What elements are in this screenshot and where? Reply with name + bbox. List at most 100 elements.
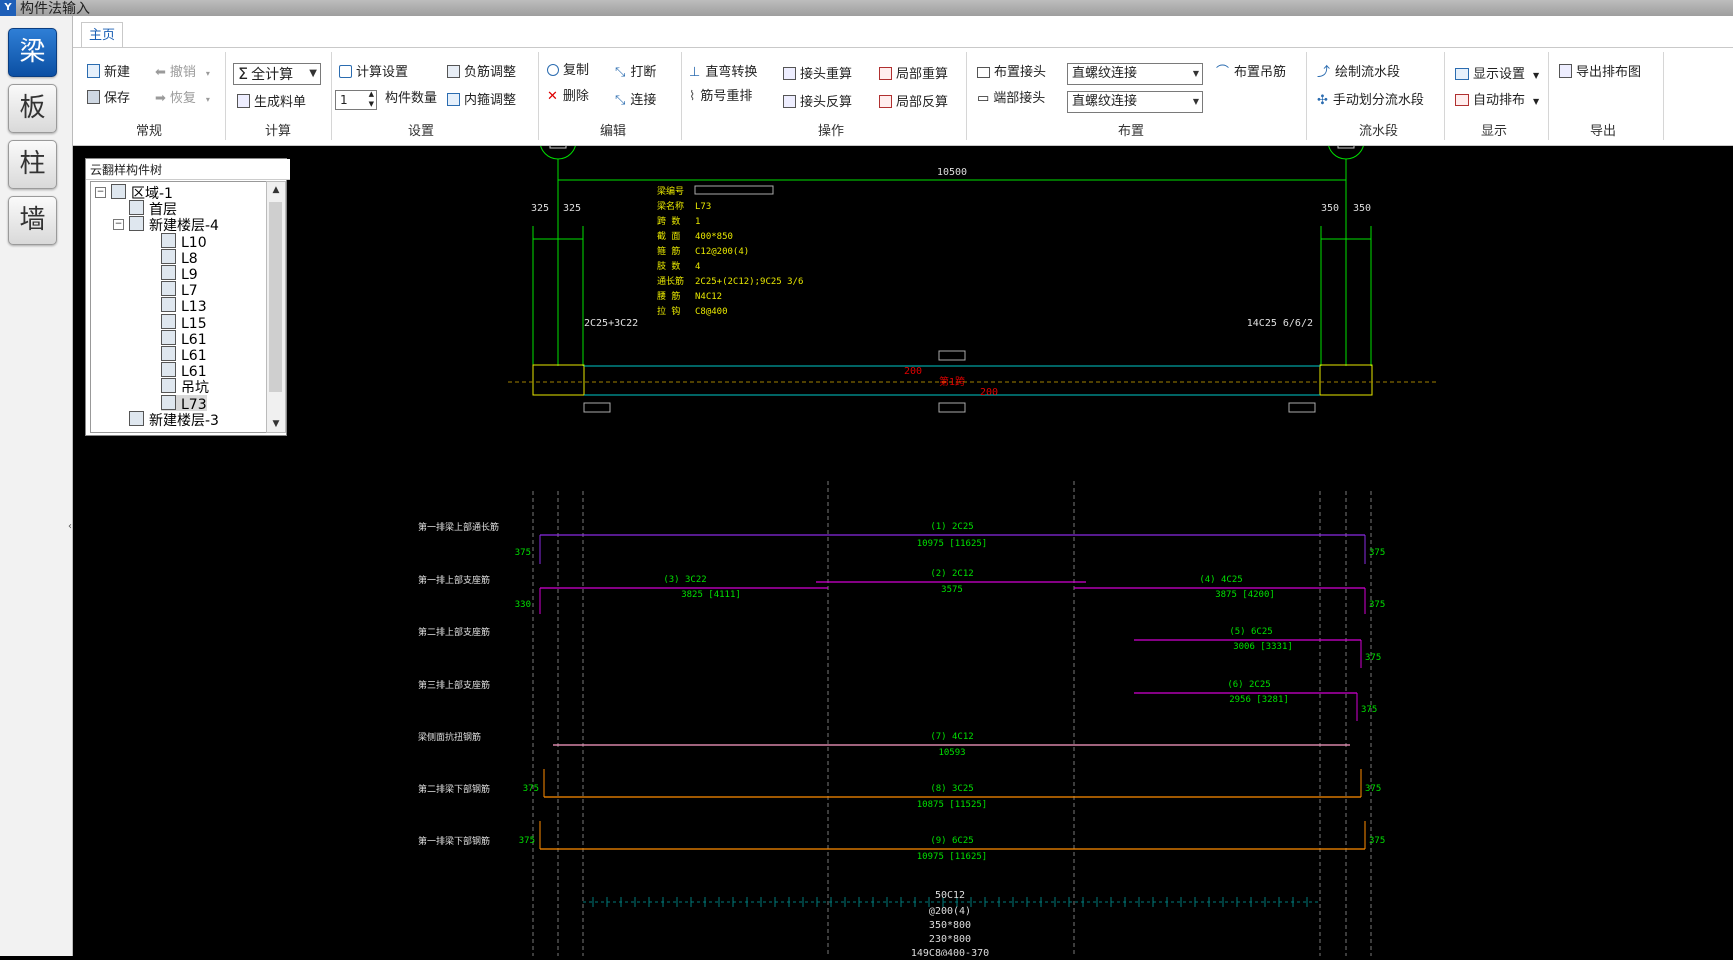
annotation-box[interactable] xyxy=(583,402,611,413)
tree-item[interactable]: 新建楼层-3 xyxy=(129,410,219,429)
sidebar-item-slab[interactable]: 板 xyxy=(8,84,57,133)
sidebar-item-column[interactable]: 柱 xyxy=(8,140,57,189)
tree-item-label: L10 xyxy=(181,234,207,251)
end-joint-button[interactable]: ▭端部接头 xyxy=(977,91,1046,106)
tree-item[interactable]: L61 xyxy=(161,346,207,364)
group-label-settings: 设置 xyxy=(407,124,434,139)
neg-rebar-adjust-button[interactable]: 负筋调整 xyxy=(447,64,516,82)
local-recalc-icon xyxy=(879,67,892,80)
info-value: C12@200(4) xyxy=(695,247,749,257)
rebar-text: 330 xyxy=(515,600,531,610)
calc-settings-button[interactable]: 计算设置 xyxy=(339,64,408,82)
break-button[interactable]: ⤡打断 xyxy=(615,65,657,80)
right-support xyxy=(1319,364,1373,396)
tree-item[interactable]: 新建楼层-4 xyxy=(129,216,219,234)
new-button[interactable]: 新建 xyxy=(87,64,130,82)
left-dim-1: 325 xyxy=(531,203,549,214)
tree-item[interactable]: L9 xyxy=(161,265,198,283)
redo-button[interactable]: ➡恢复▾ xyxy=(155,91,210,106)
annotation-box[interactable] xyxy=(938,350,966,361)
component-type-sidebar: 梁 板 柱 墙 ‹ xyxy=(0,16,73,956)
axis-tag-left xyxy=(549,139,567,149)
bend-convert-button[interactable]: ⊥直弯转换 xyxy=(689,65,758,80)
collapse-handle-icon[interactable]: ‹ xyxy=(68,521,72,532)
red-annotation-bottom: 200 xyxy=(980,387,998,398)
tree-item-label: L61 xyxy=(181,348,207,364)
export-layout-map-button[interactable]: 导出排布图 xyxy=(1559,64,1641,82)
place-hanger-button[interactable]: ⌒布置吊筋 xyxy=(1216,65,1287,80)
local-reverse-button[interactable]: 局部反算 xyxy=(879,94,948,112)
display-icon xyxy=(1455,68,1469,80)
tree-item[interactable]: L73 xyxy=(161,394,207,413)
info-value: N4C12 xyxy=(695,292,722,302)
joint-recalc-button[interactable]: 接头重算 xyxy=(783,66,852,84)
draw-flow-section-button[interactable]: ⤴绘制流水段 xyxy=(1317,65,1401,80)
joint-type-select-1[interactable]: 直螺纹连接▼ xyxy=(1067,63,1203,85)
tree-item-label: 新建楼层-3 xyxy=(149,412,219,429)
scroll-down-icon[interactable]: ▼ xyxy=(272,419,280,429)
tree-scrollbar[interactable]: ▲ ▼ xyxy=(266,181,286,433)
beam-code-field[interactable] xyxy=(694,185,774,195)
redo-dropdown-icon[interactable]: ▾ xyxy=(205,95,210,104)
joint-reverse-icon xyxy=(783,95,796,108)
scroll-up-icon[interactable]: ▲ xyxy=(272,185,280,195)
local-reverse-icon xyxy=(879,95,892,108)
local-recalc-button[interactable]: 局部重算 xyxy=(879,66,948,84)
tree-item[interactable]: L61 xyxy=(161,329,207,348)
tree-item[interactable]: 区域-1 xyxy=(111,184,173,202)
break-icon: ⤡ xyxy=(615,65,626,80)
stirrup-adjust-button[interactable]: 内箍调整 xyxy=(447,92,516,110)
annotation-box[interactable] xyxy=(938,402,966,413)
sidebar-item-wall[interactable]: 墙 xyxy=(8,196,57,245)
tab-home[interactable]: 主页 xyxy=(81,22,123,48)
sigma-icon: Σ xyxy=(238,64,249,83)
tree-item[interactable]: 首层 xyxy=(129,200,177,218)
display-settings-button[interactable]: 显示设置▼ xyxy=(1455,66,1539,85)
redo-icon: ➡ xyxy=(155,91,166,106)
tree-item[interactable]: L10 xyxy=(161,232,207,251)
tree-item[interactable]: L7 xyxy=(161,281,198,299)
tree-item[interactable]: L61 xyxy=(161,362,207,380)
collapse-node-icon[interactable]: − xyxy=(113,219,124,230)
tree-item[interactable]: 吊坑 xyxy=(161,378,209,396)
rebar-text: 10875 [11525] xyxy=(917,800,987,810)
sidebar-item-beam[interactable]: 梁 xyxy=(8,28,57,77)
joint-reverse-button[interactable]: 接头反算 xyxy=(783,94,852,112)
auto-layout-button[interactable]: 自动排布▼ xyxy=(1455,92,1539,111)
undo-button[interactable]: ⬅撤销▾ xyxy=(155,65,210,80)
undo-dropdown-icon[interactable]: ▾ xyxy=(205,69,210,78)
group-divider xyxy=(225,52,226,140)
rebar-text: 10975 [11625] xyxy=(917,852,987,862)
copy-button[interactable]: 复制 xyxy=(547,62,589,80)
group-label-flow: 流水段 xyxy=(1358,124,1398,139)
draw-flow-icon: ⤴ xyxy=(1317,65,1331,80)
scroll-thumb[interactable] xyxy=(269,202,282,392)
count-stepper[interactable]: 1▲▼ xyxy=(335,90,377,110)
place-joint-button[interactable]: 布置接头 xyxy=(977,64,1046,82)
manual-flow-section-button[interactable]: ✣手动划分流水段 xyxy=(1317,93,1424,108)
tree-item[interactable]: L8 xyxy=(161,248,198,267)
delete-button[interactable]: ✕删除 xyxy=(547,89,589,104)
save-button[interactable]: 保存 xyxy=(87,90,130,108)
joint-type-select-2[interactable]: 直螺纹连接▼ xyxy=(1067,91,1203,113)
collapse-node-icon[interactable]: − xyxy=(95,187,106,198)
stepper-arrows-icon[interactable]: ▲▼ xyxy=(368,90,374,108)
rebar-text: (6) 2C25 xyxy=(1227,680,1270,690)
annotation-box[interactable] xyxy=(1288,402,1316,413)
rebar-text: 10593 xyxy=(938,748,965,758)
tree-item[interactable]: L15 xyxy=(161,313,207,332)
rebar-text: 375 xyxy=(519,836,535,846)
generate-bom-button[interactable]: 生成料单 xyxy=(237,94,306,112)
right-dim-1: 350 xyxy=(1321,203,1339,214)
rebar-row-label: 梁侧面抗扭钢筋 xyxy=(418,731,481,743)
connect-button[interactable]: ⤡连接 xyxy=(615,93,657,108)
tree-item[interactable]: L13 xyxy=(161,297,207,315)
tree-item-label: L9 xyxy=(181,267,198,283)
renumber-button[interactable]: ⌇筋号重排 xyxy=(689,89,753,104)
beam-icon xyxy=(161,362,176,378)
